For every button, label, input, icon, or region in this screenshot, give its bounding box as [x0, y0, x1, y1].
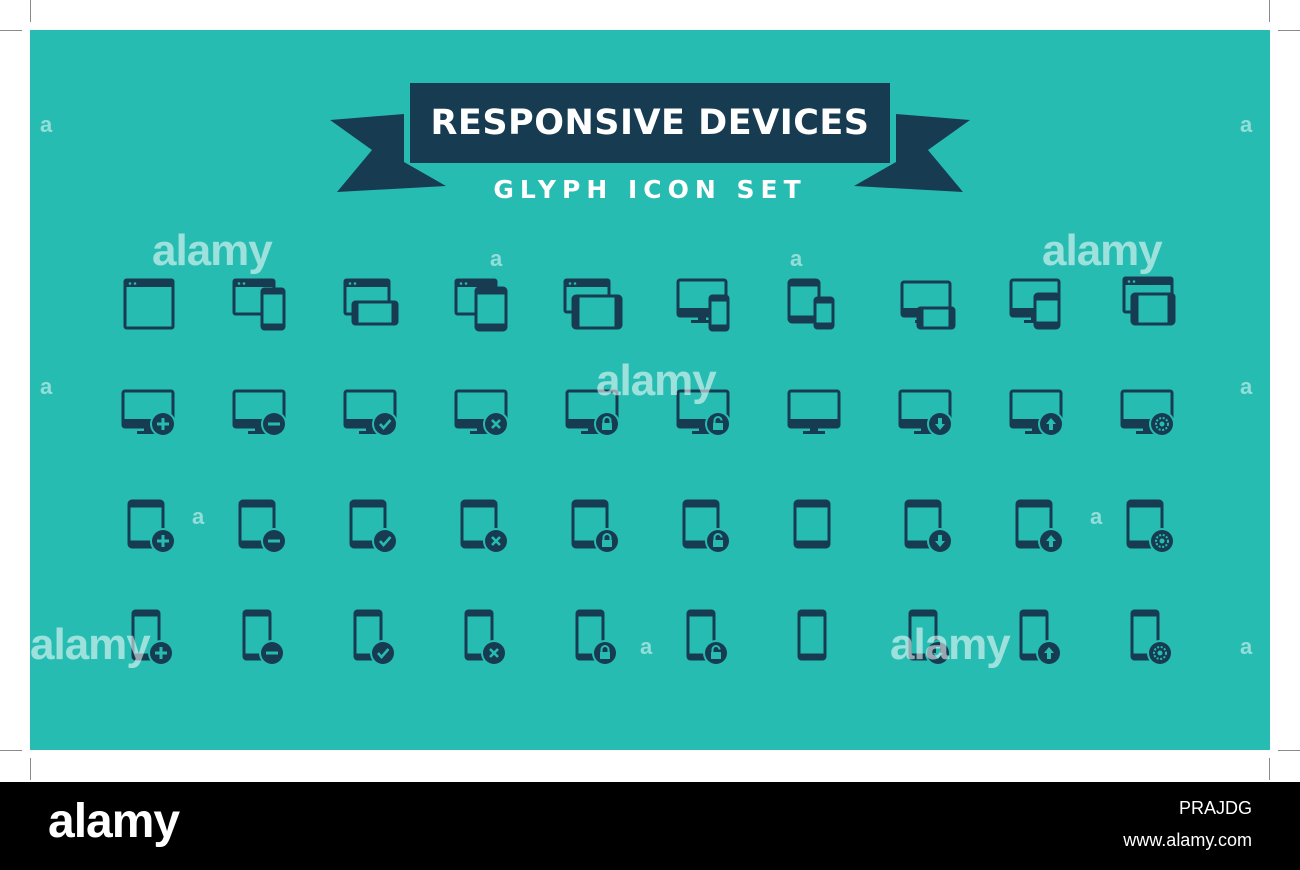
tablet-unlock-icon	[672, 493, 736, 557]
crop-mark	[30, 0, 31, 22]
watermark-small: a	[490, 246, 503, 271]
crop-mark	[1269, 758, 1270, 780]
ribbon-left-tail	[330, 114, 446, 192]
watermark-small: a	[790, 246, 803, 271]
monitor-phone-icon	[672, 272, 736, 336]
watermark-small: a	[1240, 634, 1253, 659]
browser-tablet-landscape-icon	[561, 272, 625, 336]
watermark: alamy	[890, 620, 1011, 669]
browser-tablet-icon	[450, 272, 514, 336]
tablet-icon	[783, 493, 847, 557]
ribbon-main	[410, 83, 890, 163]
crop-mark	[30, 758, 31, 780]
monitor-tablet-icon	[1005, 272, 1069, 336]
monitor-plus-icon	[117, 382, 181, 446]
tablet-download-icon	[894, 493, 958, 557]
browser-tablet-stack-icon	[1116, 272, 1180, 336]
monitor-minus-icon	[228, 382, 292, 446]
phone-minus-icon	[228, 603, 292, 667]
phone-download-icon	[894, 603, 958, 667]
banner-subtitle: GLYPH ICON SET	[493, 175, 807, 204]
watermark: alamy	[596, 356, 717, 405]
monitor-icon	[783, 382, 847, 446]
watermark: alamy	[30, 620, 151, 669]
watermark-small: a	[192, 504, 205, 529]
tablet-settings-icon	[1116, 493, 1180, 557]
monitor-close-icon	[450, 382, 514, 446]
tablet-close-icon	[450, 493, 514, 557]
phone-lock-icon	[561, 603, 625, 667]
phone-check-icon	[339, 603, 403, 667]
footer-bar: alamy PRAJDG www.alamy.com	[0, 782, 1300, 870]
phone-plus-icon	[117, 603, 181, 667]
footer-url: www.alamy.com	[1123, 830, 1252, 850]
image-id: PRAJDG	[1178, 798, 1252, 818]
phone-settings-icon	[1116, 603, 1180, 667]
watermark-small: a	[1240, 112, 1253, 137]
phone-close-icon	[450, 603, 514, 667]
tablet-phone-icon	[783, 272, 847, 336]
phone-unlock-icon	[672, 603, 736, 667]
tablet-plus-icon	[117, 493, 181, 557]
crop-mark	[1278, 750, 1300, 751]
monitor-upload-icon	[1005, 382, 1069, 446]
watermark: alamy	[1042, 226, 1163, 275]
crop-mark	[1269, 0, 1270, 22]
monitor-unlock-icon	[672, 382, 736, 446]
tablet-upload-icon	[1005, 493, 1069, 557]
tablet-lock-icon	[561, 493, 625, 557]
watermark-small: a	[640, 634, 653, 659]
tablet-check-icon	[339, 493, 403, 557]
phone-icon	[783, 603, 847, 667]
watermark: alamy	[152, 226, 273, 275]
watermark-small: a	[1240, 374, 1253, 399]
monitor-settings-icon	[1116, 382, 1180, 446]
monitor-download-icon	[894, 382, 958, 446]
crop-mark	[1278, 30, 1300, 31]
browser-phone-icon	[228, 272, 292, 336]
monitor-phone-landscape-icon	[894, 272, 958, 336]
ribbon-banner	[330, 83, 970, 192]
crop-mark	[0, 750, 22, 751]
ribbon-right-tail	[854, 114, 970, 192]
monitor-lock-icon	[561, 382, 625, 446]
crop-mark	[0, 30, 22, 31]
watermark-small: a	[1090, 504, 1103, 529]
browser-window-icon	[117, 272, 181, 336]
footer-logo: alamy	[48, 795, 180, 848]
banner-title: RESPONSIVE DEVICES	[430, 103, 870, 143]
watermark-small: a	[40, 374, 53, 399]
phone-upload-icon	[1005, 603, 1069, 667]
watermark-small: a	[40, 112, 53, 137]
browser-phone-landscape-icon	[339, 272, 403, 336]
monitor-check-icon	[339, 382, 403, 446]
tablet-minus-icon	[228, 493, 292, 557]
